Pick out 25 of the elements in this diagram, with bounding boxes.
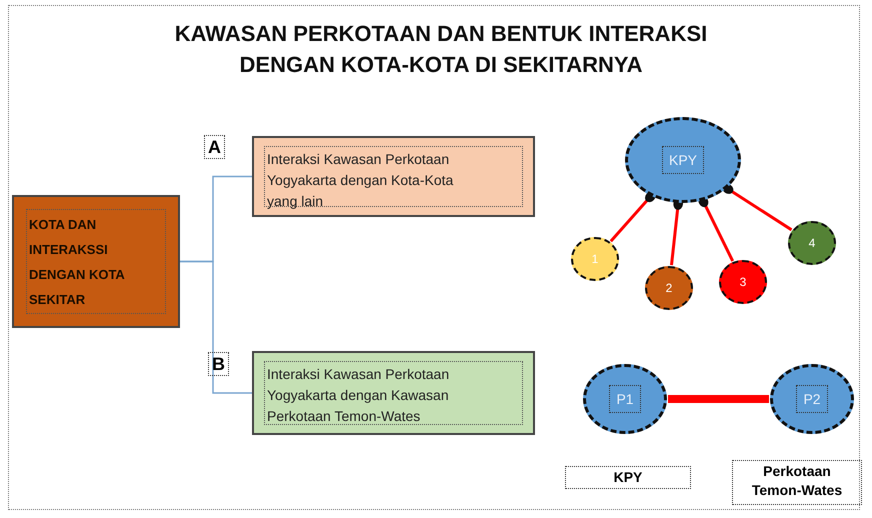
city-label: P1: [609, 385, 641, 413]
section-letter: B: [208, 352, 229, 376]
city-circle: [571, 237, 619, 281]
connector-line: [668, 395, 769, 403]
city-label: KPY: [662, 146, 704, 174]
city-label: 1: [592, 251, 598, 268]
legend-caption: Perkotaan Temon-Wates: [732, 460, 862, 505]
city-circle: [719, 260, 767, 304]
connector-line: [610, 191, 656, 242]
city-label: 3: [740, 274, 746, 291]
diagram-title: KAWASAN PERKOTAAN DAN BENTUK INTERAKSI DENGAN KOTA-KOTA DI SEKITARNYA: [174, 20, 708, 79]
city-circle: [788, 221, 836, 265]
topic-box: [12, 195, 180, 328]
box-text: KOTA DAN INTERAKSSI DENGAN KOTA SEKITAR: [26, 209, 166, 314]
legend-caption: KPY: [565, 466, 691, 489]
box-text: Interaksi Kawasan Perkotaan Yogyakarta dengan Kota-Kota yang lain: [264, 146, 523, 207]
city-circle: [645, 266, 693, 310]
process-box: [252, 351, 535, 435]
section-letter: A: [204, 135, 225, 159]
city-label: 2: [666, 280, 672, 297]
connector-line: [180, 260, 252, 394]
city-label: P2: [796, 385, 828, 413]
box-text: Interaksi Kawasan Perkotaan Yogyakarta dengan Kawasan Perkotaan Temon-Wates: [264, 361, 523, 425]
process-box: [252, 136, 535, 217]
city-label: 4: [808, 235, 816, 252]
